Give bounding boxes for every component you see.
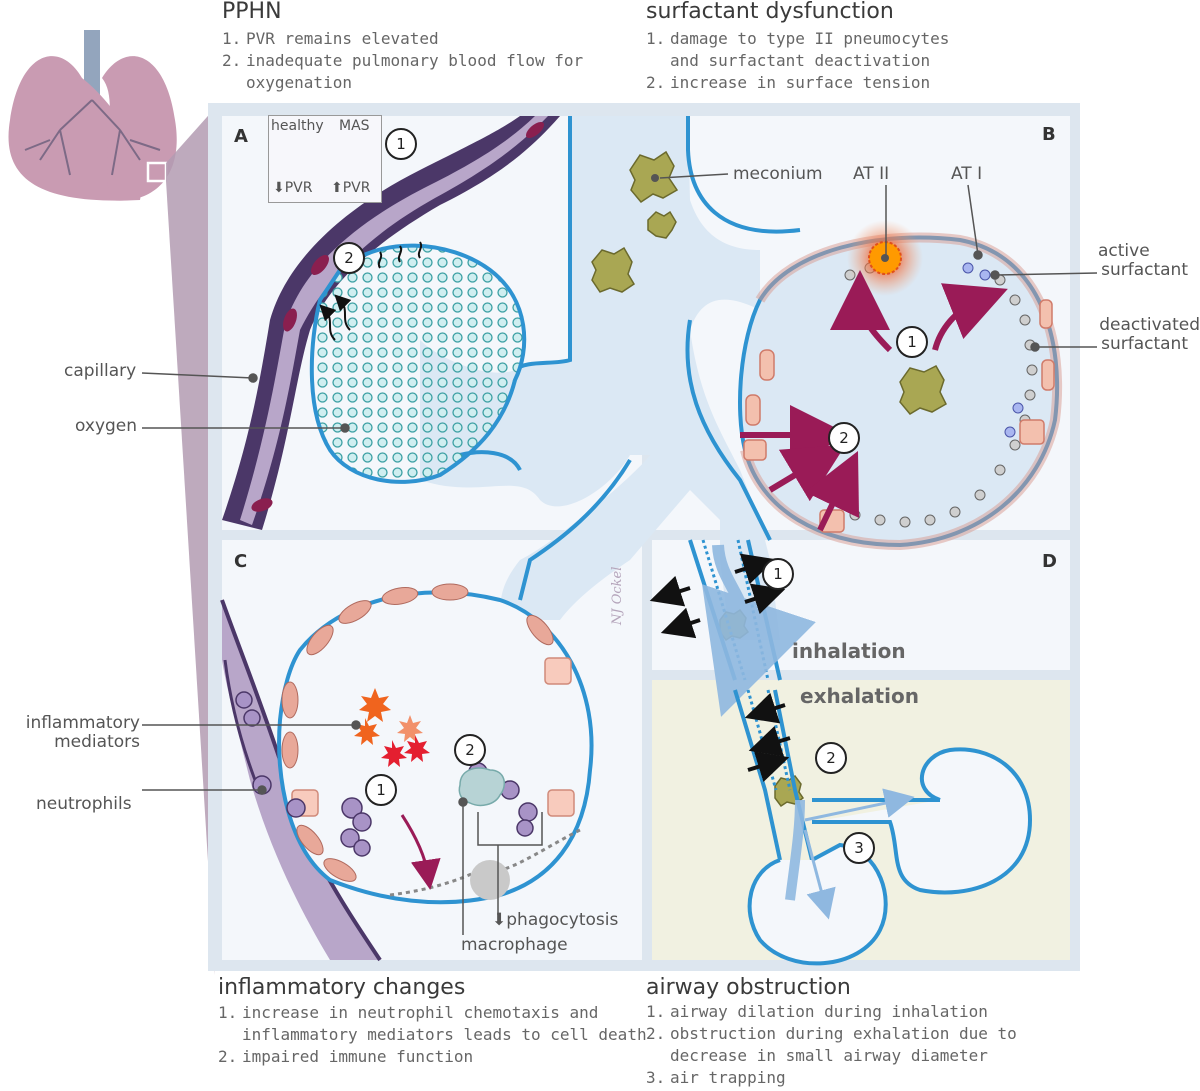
label-capillary: capillary	[64, 361, 137, 381]
label-meconium: meconium	[733, 164, 823, 184]
surfactant-title: surfactant dysfunction	[646, 0, 894, 24]
panel-letter-d: D	[1042, 551, 1057, 572]
marker-d1: 1	[762, 558, 794, 590]
legend-mas-pvr: ⬆PVR	[331, 180, 371, 196]
surfactant-list: 1.damage to type II pneumocytes and surf…	[646, 28, 949, 94]
oxygen-alveolus	[309, 243, 527, 484]
marker-a2: 2	[333, 242, 365, 274]
list-item: 1.PVR remains elevated	[222, 29, 439, 48]
label-phagocytosis: ⬇phagocytosis	[492, 910, 619, 930]
inflammatory-mediators-stars	[354, 688, 430, 767]
legend-healthy-pvr: ⬇PVR	[273, 180, 313, 196]
zoom-wedge	[166, 108, 215, 975]
marker-c2: 2	[454, 734, 486, 766]
airway-tube	[688, 539, 1033, 966]
marker-b1: 1	[896, 326, 928, 358]
legend-mas-label: MAS	[339, 118, 370, 134]
airway-pressure-arrows	[649, 553, 791, 782]
panel-letter-a: A	[234, 126, 248, 147]
list-item: 1.damage to type II pneumocytes	[646, 29, 950, 48]
list-item: 1.airway dilation during inhalation	[646, 1002, 988, 1021]
label-exhalation: exhalation	[800, 684, 919, 708]
inflammatory-list: 1.increase in neutrophil chemotaxis and …	[218, 1002, 647, 1068]
list-item-continuation: inflammatory mediators leads to cell dea…	[242, 1025, 647, 1044]
list-item: 2.increase in surface tension	[646, 73, 931, 92]
lung-icon	[8, 30, 177, 201]
marker-d2: 2	[815, 742, 847, 774]
pvr-legend: healthy MAS ⬇PVR ⬆PVR	[268, 115, 382, 203]
list-item: 2.obstruction during exhalation due to	[646, 1024, 1017, 1043]
marker-c1: 1	[365, 774, 397, 806]
migration-arrow	[400, 814, 441, 890]
panel-letter-b: B	[1042, 124, 1056, 145]
marker-d3: 3	[843, 832, 875, 864]
label-at2: AT II	[853, 164, 890, 184]
panel-letter-c: C	[234, 551, 248, 572]
arrow-down-icon: ⬇	[492, 910, 507, 930]
list-item-continuation: decrease in small airway diameter	[670, 1046, 988, 1065]
label-macrophage: macrophage	[461, 935, 568, 955]
capillary-vessel	[222, 116, 560, 530]
list-item: 3.air trapping	[646, 1068, 786, 1087]
artist-signature: NJ Ockel	[610, 566, 625, 625]
airway-title: airway obstruction	[646, 975, 851, 1000]
pphn-title: PPHN	[222, 0, 282, 24]
alveolus-b	[738, 220, 1063, 551]
label-neutrophils: neutrophils	[36, 794, 132, 814]
label-oxygen: oxygen	[75, 416, 138, 436]
leader-lines	[141, 173, 1098, 935]
label-inhalation: inhalation	[792, 639, 906, 663]
marker-b2: 2	[828, 422, 860, 454]
arrow-down-icon: ⬇	[273, 180, 285, 196]
inflammatory-title: inflammatory changes	[218, 975, 466, 1000]
list-item: 2.impaired immune function	[218, 1047, 474, 1066]
label-at1: AT I	[951, 164, 983, 184]
marker-a1: 1	[385, 128, 417, 160]
list-item-continuation: oxygenation	[246, 73, 352, 92]
list-item-continuation: and surfactant deactivation	[670, 51, 931, 70]
airway-list: 1.airway dilation during inhalation 2.ob…	[646, 1001, 1017, 1089]
arrow-up-icon: ⬆	[331, 180, 343, 196]
surfactant-damage-arrows	[740, 270, 1008, 532]
legend-healthy-label: healthy	[271, 118, 324, 134]
list-item: 2.inadequate pulmonary blood flow for	[222, 51, 584, 70]
list-item: 1.increase in neutrophil chemotaxis and	[218, 1003, 599, 1022]
pphn-list: 1.PVR remains elevated 2.inadequate pulm…	[222, 28, 583, 94]
oxygen-diffusion-arrows	[319, 241, 423, 341]
